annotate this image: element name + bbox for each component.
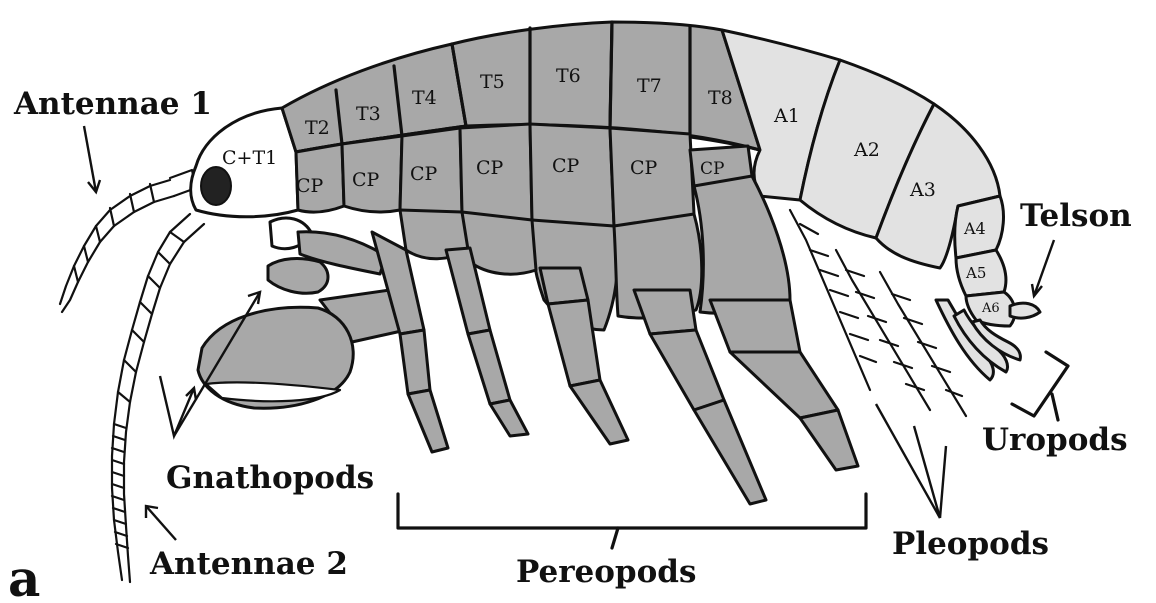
coxal-plate-label-6: CP	[630, 157, 658, 179]
head-segment: C+T1	[191, 108, 298, 217]
segment-label-a6: A6	[981, 301, 1000, 316]
segment-label-t5: T5	[480, 71, 505, 93]
coxal-plate-label-1: CP	[296, 175, 324, 197]
coxal-plate-label-7: CP	[700, 159, 724, 179]
coxal-plate-label-5: CP	[552, 155, 580, 177]
segment-label-a2: A2	[853, 139, 880, 161]
label-antennae-2: Antennae 2	[149, 546, 348, 582]
coxal-plate-label-4: CP	[476, 157, 504, 179]
segment-label-t7: T7	[637, 75, 662, 97]
coxal-plate-label-3: CP	[410, 163, 438, 185]
coxal-plate-label-2: CP	[352, 169, 380, 191]
segment-label-t4: T4	[412, 87, 437, 109]
compound-eye	[201, 167, 231, 205]
segment-label-head: C+T1	[222, 147, 277, 169]
segment-label-a4: A4	[963, 219, 986, 238]
label-antennae-1: Antennae 1	[13, 86, 212, 122]
segment-label-t3: T3	[356, 103, 381, 125]
segment-label-t2: T2	[305, 117, 330, 139]
label-pleopods: Pleopods	[892, 526, 1049, 562]
segment-label-a5: A5	[965, 264, 986, 282]
segment-label-t6: T6	[556, 65, 581, 87]
panel-letter: a	[8, 549, 40, 603]
telson	[1010, 303, 1040, 318]
segment-label-a1: A1	[773, 105, 800, 127]
segment-label-a3: A3	[909, 179, 936, 201]
label-telson: Telson	[1020, 198, 1132, 234]
label-pereopods: Pereopods	[516, 554, 696, 590]
segment-label-t8: T8	[708, 87, 733, 109]
label-gnathopods: Gnathopods	[166, 460, 374, 496]
label-uropods: Uropods	[982, 422, 1128, 458]
antenna-1	[60, 170, 196, 312]
